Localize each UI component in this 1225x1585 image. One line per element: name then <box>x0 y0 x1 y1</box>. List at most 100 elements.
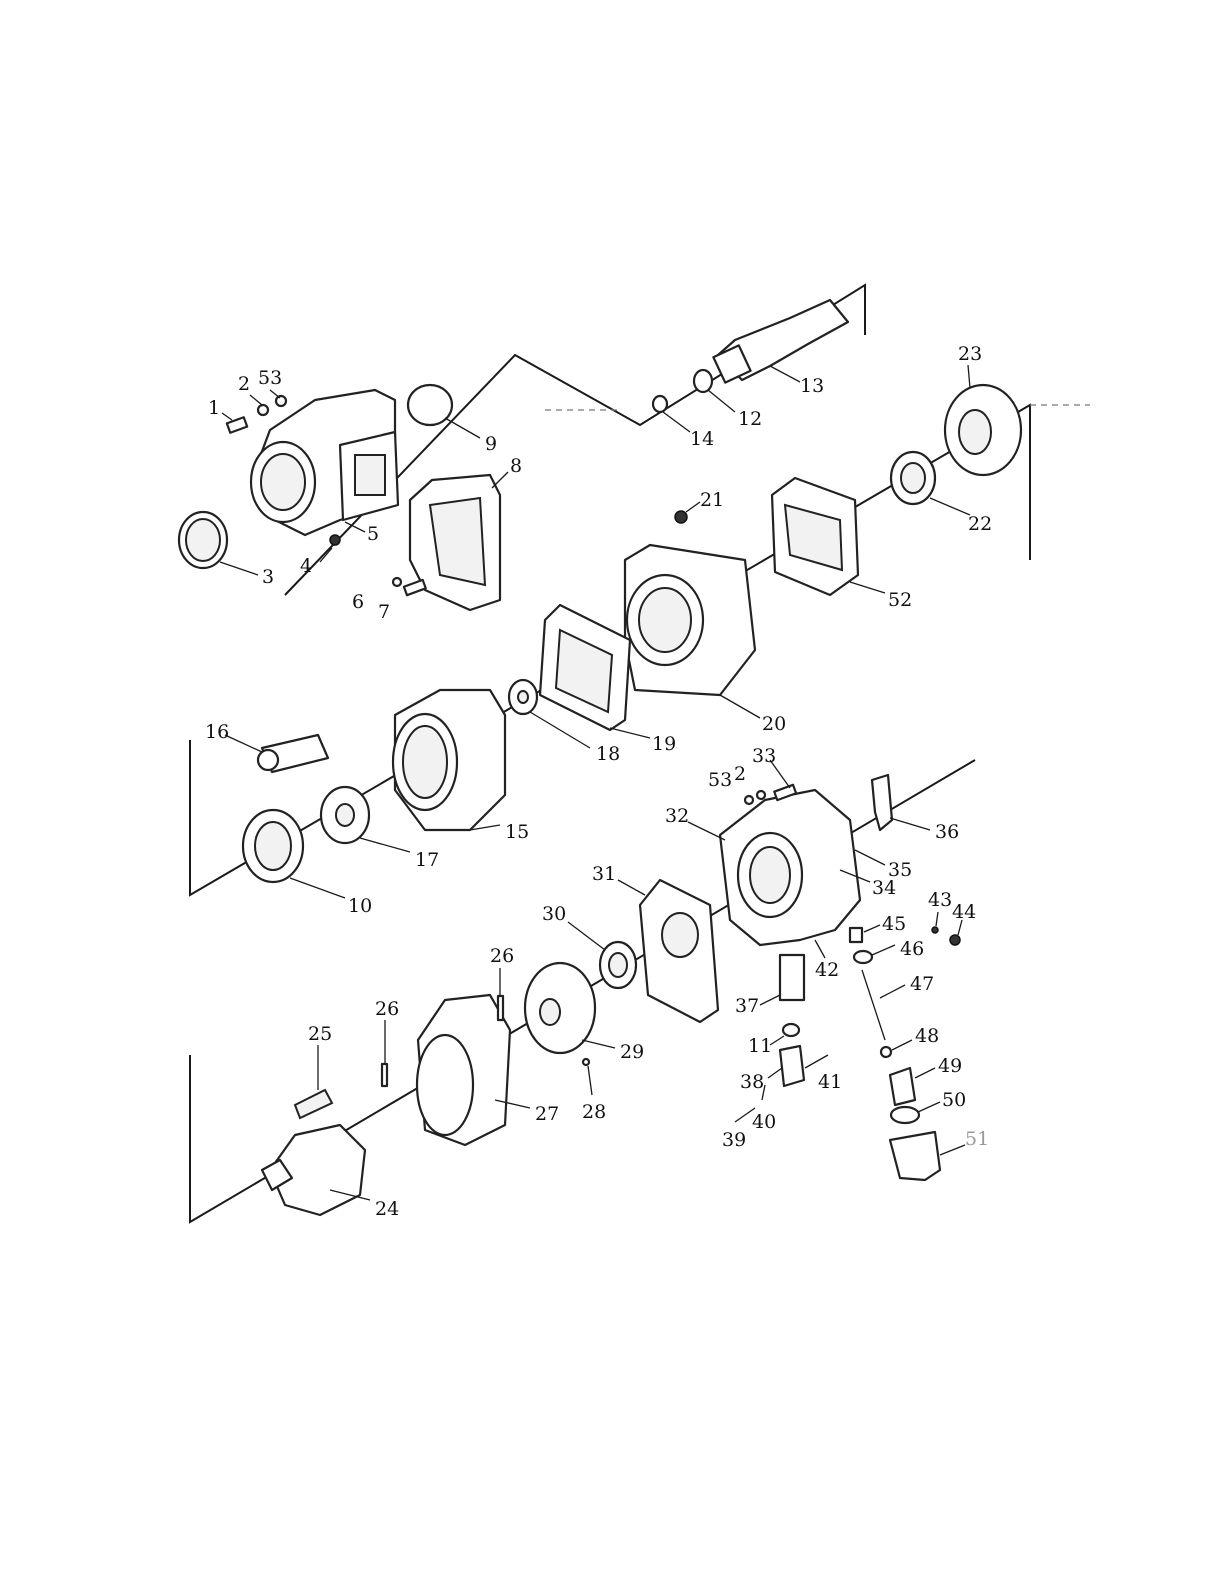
part-2b-washer <box>757 791 765 799</box>
part-17-hammer-inner <box>336 804 354 826</box>
callout-26a: 26 <box>375 998 399 1020</box>
callout-25: 25 <box>308 1023 332 1045</box>
callout-50: 50 <box>942 1089 966 1111</box>
leader-12 <box>708 390 735 412</box>
part-16-pin-end <box>258 750 278 770</box>
callout-52: 52 <box>888 589 912 611</box>
part-37-reverse-valve <box>780 955 804 1000</box>
callout-17: 17 <box>415 849 439 871</box>
callout-42: 42 <box>815 959 839 981</box>
part-32-handle-bore-inner <box>750 847 790 903</box>
leader-13 <box>770 366 800 382</box>
part-28-pin <box>583 1059 589 1065</box>
part-4-plug <box>330 535 340 545</box>
callout-33: 33 <box>752 745 776 767</box>
callout-32: 32 <box>665 805 689 827</box>
callout-49: 49 <box>938 1055 962 1077</box>
part-14-oring <box>653 396 667 412</box>
part-18-washer-hole <box>518 691 528 703</box>
callout-15: 15 <box>505 821 529 843</box>
leader-23 <box>968 365 970 388</box>
callout-30: 30 <box>542 903 566 925</box>
leader-21 <box>686 502 700 512</box>
callout-20: 20 <box>762 713 786 735</box>
leader-17 <box>360 838 410 852</box>
callout-31: 31 <box>592 863 616 885</box>
part-48-ball <box>881 1047 891 1057</box>
part-38-valve-bushing <box>780 1046 804 1086</box>
motor-housing-assembly <box>509 385 1021 730</box>
part-47-valve-stem <box>862 970 885 1040</box>
leader-14 <box>663 412 690 432</box>
leader-19 <box>610 728 650 738</box>
leader-16 <box>225 735 262 752</box>
leader-41 <box>805 1055 828 1068</box>
leader-43 <box>936 912 938 926</box>
part-21-plug <box>675 511 687 523</box>
callout-12: 12 <box>738 408 762 430</box>
part-50-oring <box>891 1107 919 1123</box>
callout-21: 21 <box>700 489 724 511</box>
callout-6: 6 <box>352 591 364 613</box>
part-23-plate-bore <box>959 410 991 454</box>
leader-38 <box>768 1068 782 1078</box>
callout-2: 2 <box>238 373 250 395</box>
callout-36: 36 <box>935 821 959 843</box>
callout-39: 39 <box>722 1129 746 1151</box>
part-31-gasket-bore <box>662 913 698 957</box>
leader-30 <box>568 922 605 950</box>
leader-42 <box>815 940 825 958</box>
leader-31 <box>618 880 645 895</box>
callout-1: 1 <box>208 397 220 419</box>
leader-1 <box>222 413 232 420</box>
part-9-bushing <box>408 385 452 425</box>
callout-22: 22 <box>968 513 992 535</box>
callout-2b: 2 <box>734 763 746 785</box>
part-2-washer <box>258 405 268 415</box>
callout-53b: 53 <box>708 769 732 791</box>
callout-8: 8 <box>510 455 522 477</box>
part-6-washer <box>393 578 401 586</box>
callout-45: 45 <box>882 913 906 935</box>
part-3-seal-inner <box>186 519 220 561</box>
leader-51 <box>940 1145 965 1155</box>
leader-49 <box>915 1068 935 1078</box>
part-5-flange-window <box>355 455 385 495</box>
leader-50 <box>918 1102 940 1112</box>
part-11-oring <box>783 1024 799 1036</box>
callout-44: 44 <box>952 901 976 923</box>
part-30-bearing-inner <box>609 953 627 977</box>
leader-9 <box>445 418 480 438</box>
callout-47: 47 <box>910 973 934 995</box>
leader-47 <box>880 985 905 998</box>
leader-45 <box>864 925 880 932</box>
leader-35 <box>855 850 885 865</box>
leader-53 <box>270 390 280 398</box>
callout-4: 4 <box>300 555 312 577</box>
callout-19: 19 <box>652 733 676 755</box>
callout-7: 7 <box>378 601 390 623</box>
callout-53: 53 <box>258 367 282 389</box>
callout-23: 23 <box>958 343 982 365</box>
part-51-inlet <box>890 1132 940 1180</box>
callout-16: 16 <box>205 721 229 743</box>
part-43-pin <box>932 927 938 933</box>
leader-3 <box>220 562 258 575</box>
leader-4 <box>320 548 332 562</box>
callout-24: 24 <box>375 1198 399 1220</box>
part-45-bushing <box>850 928 862 942</box>
callout-51: 51 <box>965 1128 989 1150</box>
callout-9: 9 <box>485 433 497 455</box>
leader-37 <box>760 995 780 1005</box>
callout-26b: 26 <box>490 945 514 967</box>
hammer-case-assembly <box>179 385 500 610</box>
clutch-assembly <box>243 690 505 882</box>
part-5-case-bore-inner <box>261 454 305 510</box>
part-7-screw <box>404 580 426 595</box>
part-20-bore-inner <box>639 588 691 652</box>
callout-13: 13 <box>800 375 824 397</box>
part-53-washer <box>276 396 286 406</box>
part-15-cage-inner <box>403 726 447 798</box>
callout-40: 40 <box>752 1111 776 1133</box>
